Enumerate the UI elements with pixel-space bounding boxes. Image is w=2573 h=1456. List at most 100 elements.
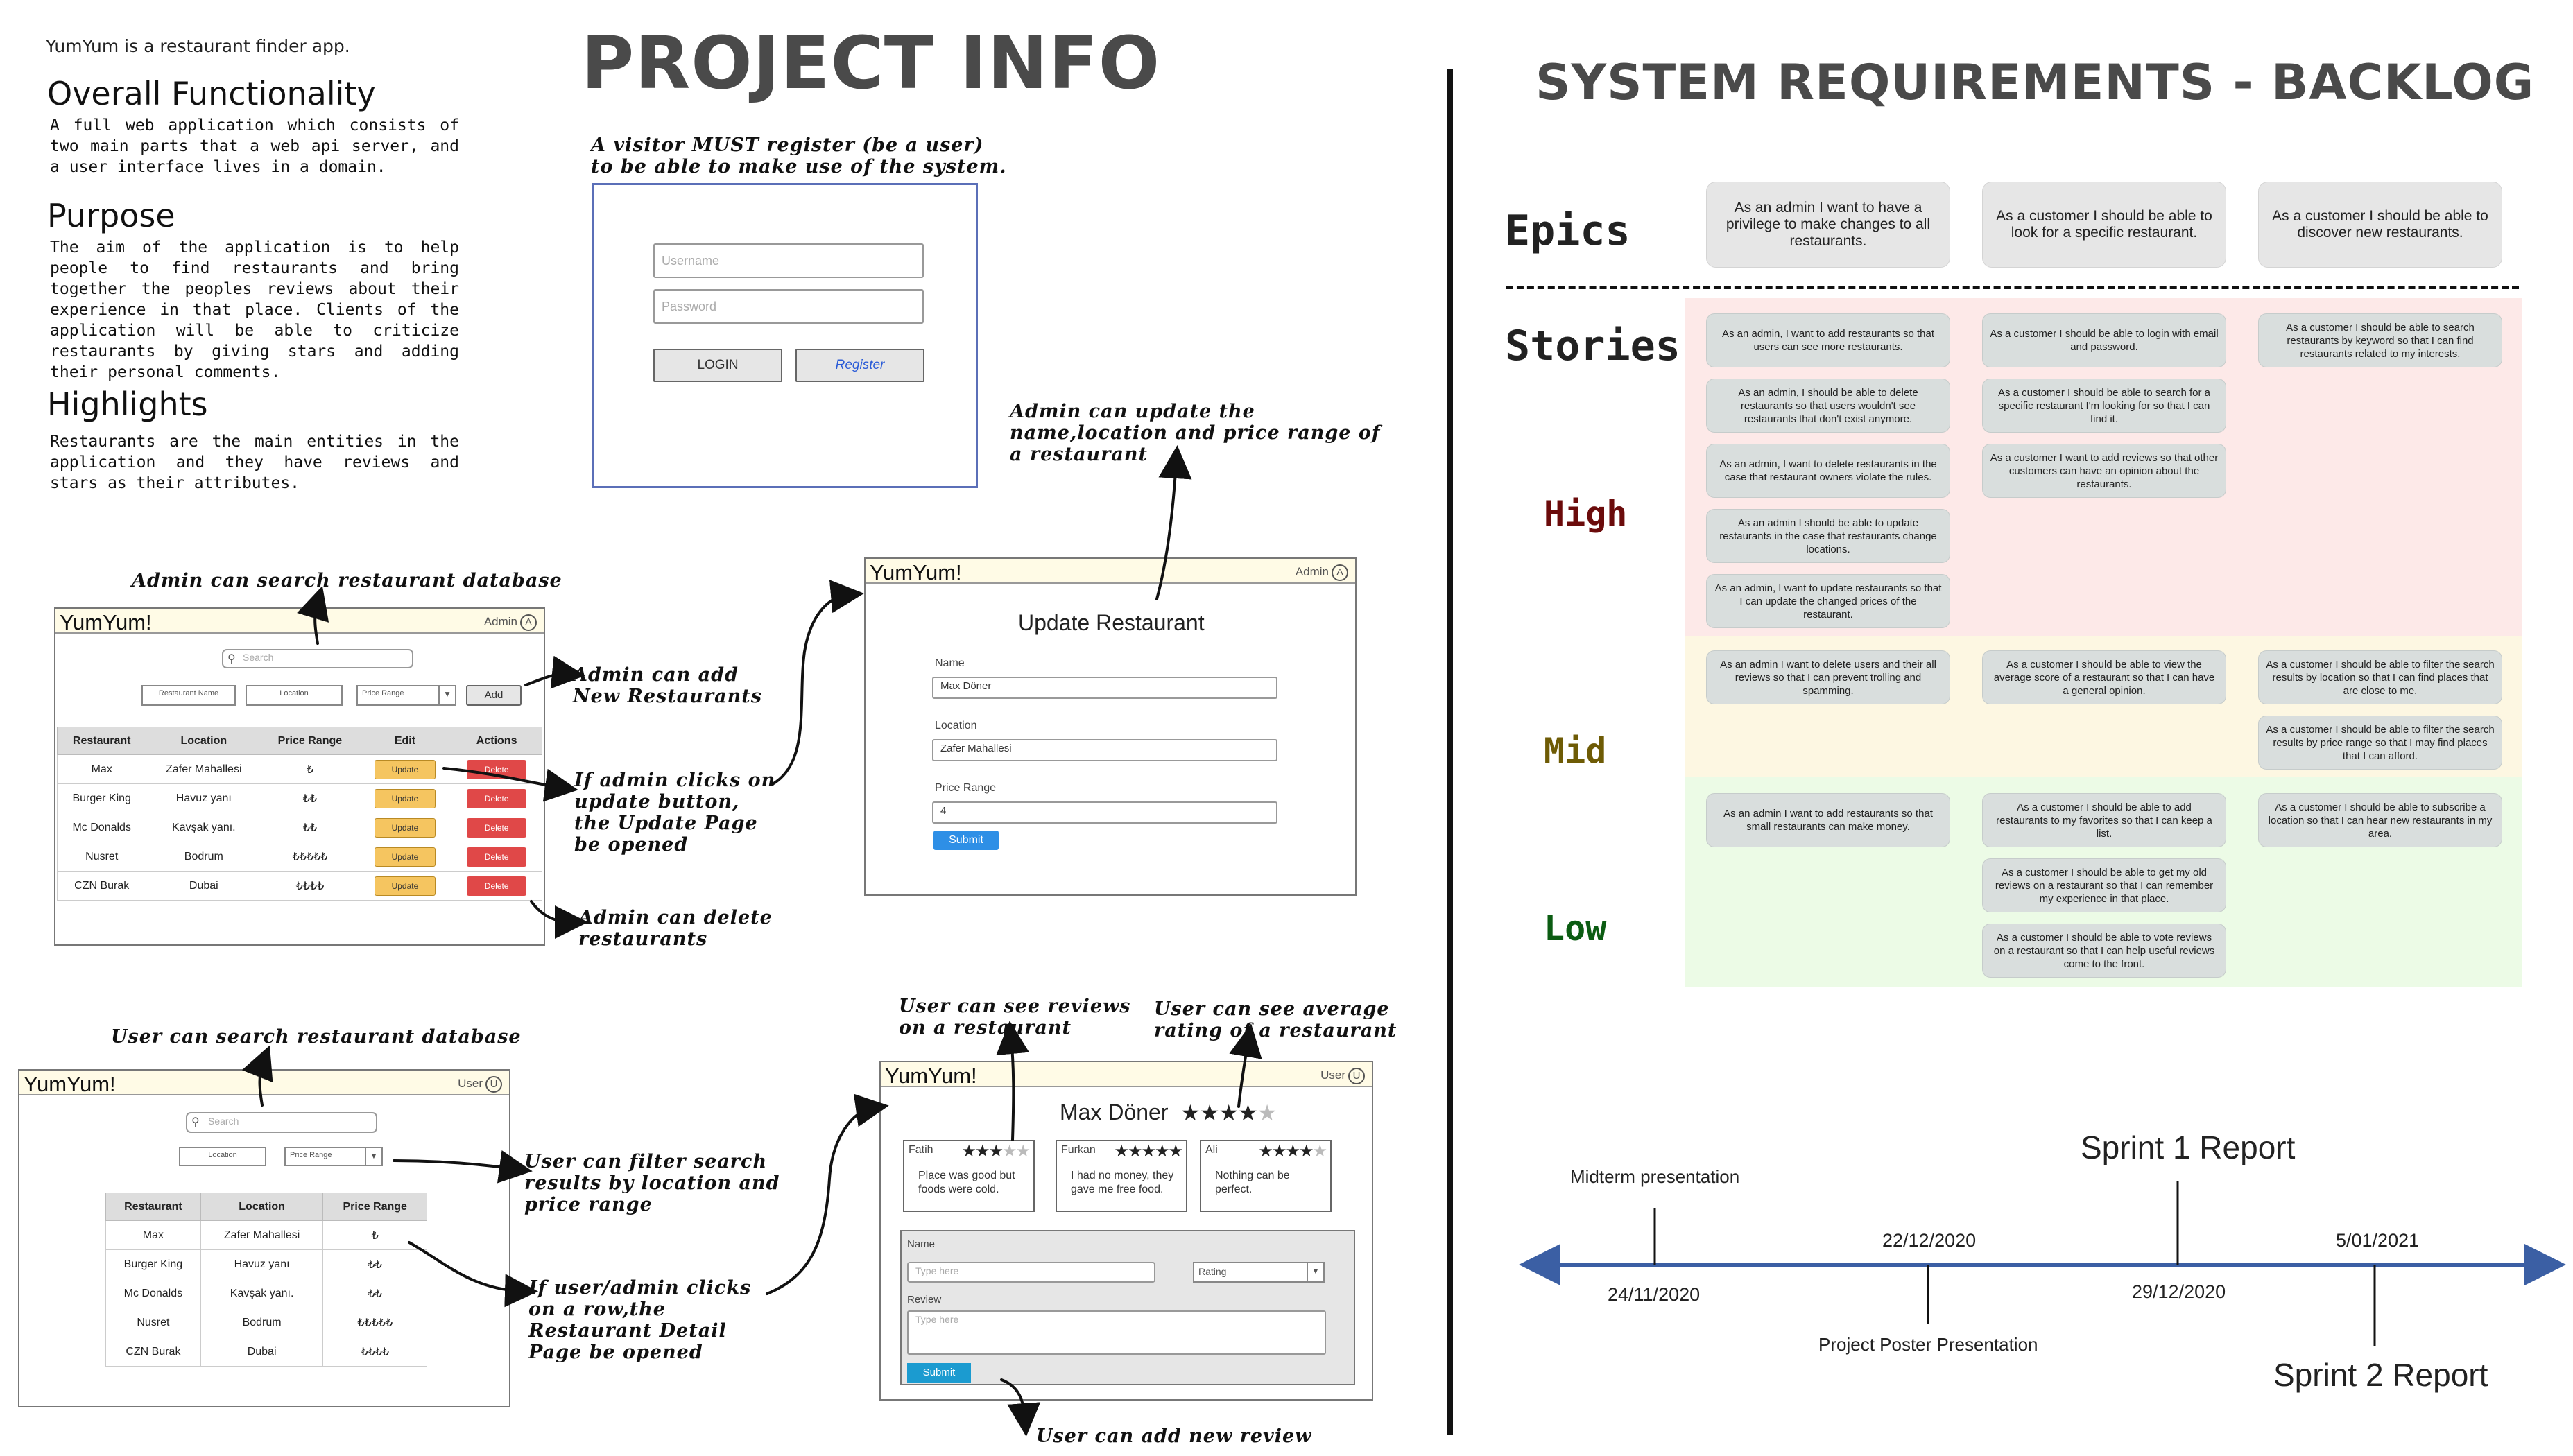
brand-logo: YumYum! bbox=[870, 560, 962, 584]
story-card-low: As a customer I should be able to subscr… bbox=[2258, 793, 2502, 847]
epic-card: As an admin I want to have a privilege t… bbox=[1706, 182, 1950, 268]
table-cell: ₺₺ bbox=[261, 813, 359, 842]
highlights-heading: Highlights bbox=[47, 385, 208, 423]
update-button[interactable]: Update bbox=[374, 876, 436, 896]
review-stars: ★★★★★ bbox=[1258, 1141, 1327, 1161]
table-cell: ₺₺ bbox=[322, 1249, 427, 1279]
annotation-arrows bbox=[241, 445, 1262, 1437]
story-card-high: As an admin, I want to update restaurant… bbox=[1706, 574, 1950, 628]
timeline-poster: Project Poster Presentation bbox=[1818, 1334, 2038, 1355]
login-mockup: Username Password LOGIN Register bbox=[592, 183, 978, 488]
username-input[interactable]: Username bbox=[653, 243, 924, 278]
note-register: A visitor MUST register (be a user) to b… bbox=[591, 135, 1007, 177]
brand-logo: YumYum! bbox=[24, 1072, 116, 1096]
review-name-label: Name bbox=[907, 1238, 936, 1250]
review-textarea[interactable]: Type here bbox=[907, 1310, 1326, 1355]
brand-logo: YumYum! bbox=[885, 1064, 977, 1088]
price-range-select[interactable]: Price Range▼ bbox=[284, 1147, 383, 1166]
table-cell: Kavşak yanı. bbox=[146, 813, 262, 842]
intro-text: YumYum is a restaurant finder app. bbox=[46, 36, 350, 56]
edit-cell: Update bbox=[358, 754, 452, 784]
table-cell: Bodrum bbox=[146, 842, 262, 872]
search-input[interactable]: Search bbox=[222, 649, 413, 668]
submit-button[interactable]: Submit bbox=[933, 831, 999, 850]
name-input[interactable]: Max Döner bbox=[932, 677, 1277, 699]
review-text: I had no money, they gave me free food. bbox=[1071, 1170, 1174, 1195]
update-page-title: Update Restaurant bbox=[1018, 610, 1205, 635]
search-input[interactable]: Search bbox=[186, 1112, 377, 1133]
table-cell: Nusret bbox=[105, 1308, 201, 1337]
role-label: Admin bbox=[1295, 565, 1329, 578]
timeline-date-4: 5/01/2021 bbox=[2336, 1230, 2420, 1251]
story-card-mid: As a customer I should be able to filter… bbox=[2258, 716, 2502, 770]
story-card-high: As a customer I want to add reviews so t… bbox=[1982, 444, 2226, 498]
user-icon: U bbox=[485, 1076, 502, 1093]
chevron-down-icon: ▼ bbox=[438, 686, 455, 704]
note-user-filter: User can filter search results by locati… bbox=[524, 1151, 780, 1215]
rating-select[interactable]: Rating▼ bbox=[1193, 1262, 1325, 1283]
update-button[interactable]: Update bbox=[374, 847, 436, 867]
update-button[interactable]: Update bbox=[374, 759, 436, 779]
priority-low-label: Low bbox=[1544, 908, 1607, 948]
review-name-input[interactable]: Type here bbox=[907, 1262, 1155, 1283]
add-button[interactable]: Add bbox=[466, 685, 522, 706]
table-cell: Zafer Mahallesi bbox=[200, 1220, 324, 1250]
table-cell: ₺ bbox=[322, 1220, 427, 1250]
table-cell: Mc Donalds bbox=[56, 813, 147, 842]
login-button[interactable]: LOGIN bbox=[653, 349, 782, 382]
column-header: Price Range bbox=[261, 727, 359, 755]
delete-button[interactable]: Delete bbox=[467, 817, 527, 838]
register-link[interactable]: Register bbox=[795, 349, 924, 382]
table-cell: Burger King bbox=[105, 1249, 201, 1279]
price-range-label: Price Range bbox=[290, 1151, 332, 1159]
story-card-high: As an admin, I should be able to delete … bbox=[1706, 379, 1950, 433]
reviewer-name: Furkan bbox=[1061, 1144, 1096, 1156]
update-button[interactable]: Update bbox=[374, 788, 436, 808]
review-stars: ★★★★★ bbox=[1114, 1141, 1183, 1161]
restaurant-name-input[interactable]: Restaurant Name bbox=[141, 685, 236, 706]
location-input[interactable]: Location bbox=[246, 685, 343, 706]
story-card-low: As a customer I should be able to get my… bbox=[1982, 858, 2226, 912]
user-icon: A bbox=[1332, 564, 1348, 581]
note-admin-add: Admin can add New Restaurants bbox=[573, 664, 762, 707]
star-empty-icon: ★★ bbox=[1001, 1142, 1031, 1161]
password-input[interactable]: Password bbox=[653, 289, 924, 324]
location-input[interactable]: Location bbox=[179, 1147, 266, 1166]
table-cell: Havuz yanı bbox=[146, 783, 262, 813]
price-range-input[interactable]: 4 bbox=[932, 801, 1277, 824]
timeline-sprint2: Sprint 2 Report bbox=[2273, 1357, 2488, 1393]
submit-review-button[interactable]: Submit bbox=[907, 1363, 971, 1383]
star-icon: ★★★★ bbox=[1258, 1142, 1314, 1161]
table-cell: Mc Donalds bbox=[105, 1279, 201, 1308]
delete-button[interactable]: Delete bbox=[467, 788, 527, 808]
role-label: User bbox=[458, 1077, 483, 1090]
delete-button[interactable]: Delete bbox=[467, 876, 527, 896]
epics-divider bbox=[1506, 286, 2519, 289]
table-cell: CZN Burak bbox=[105, 1337, 201, 1367]
delete-button[interactable]: Delete bbox=[467, 847, 527, 867]
overall-heading: Overall Functionality bbox=[47, 75, 376, 112]
location-input[interactable]: Zafer Mahallesi bbox=[932, 739, 1277, 761]
star-empty-icon: ★ bbox=[1312, 1142, 1327, 1161]
chevron-down-icon: ▼ bbox=[1307, 1263, 1323, 1281]
table-cell: Dubai bbox=[146, 871, 262, 901]
table-cell: Dubai bbox=[200, 1337, 324, 1367]
note-admin-update-name: Admin can update the name,location and p… bbox=[1010, 401, 1381, 465]
update-button[interactable]: Update bbox=[374, 817, 436, 838]
price-range-select[interactable]: Price Range▼ bbox=[356, 685, 456, 706]
